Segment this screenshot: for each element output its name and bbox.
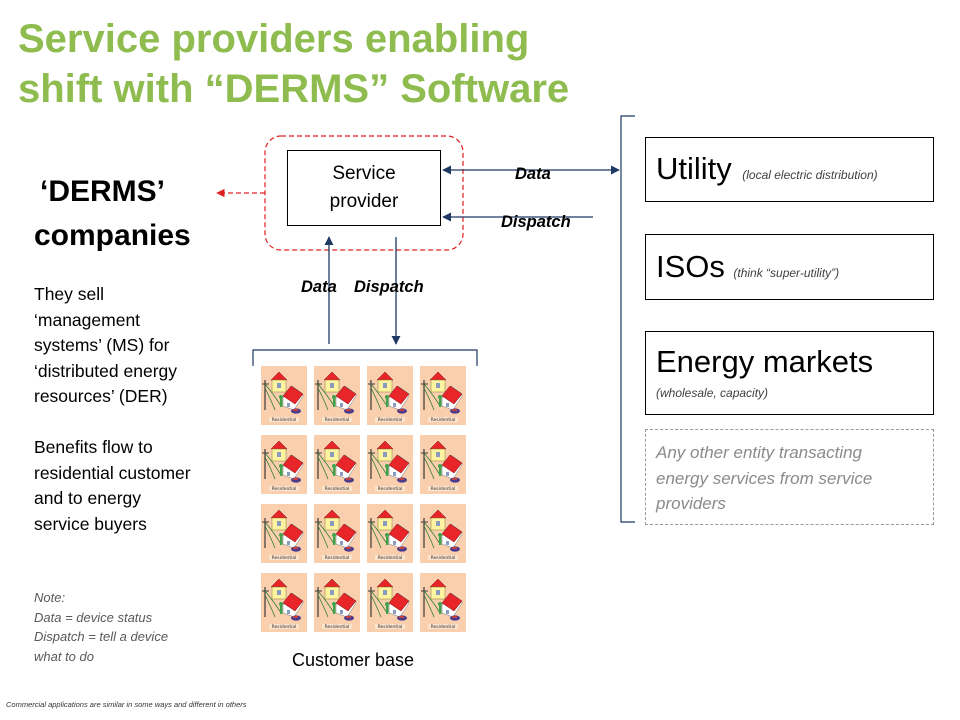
- residential-house-tile: Residential: [420, 504, 466, 563]
- residential-house-tile: Residential: [367, 366, 413, 425]
- dispatch-label-right: Dispatch: [501, 213, 571, 231]
- data-label-down: Data: [301, 278, 337, 296]
- residential-label: Residential: [431, 624, 456, 630]
- isos-box: ISOs (think “super-utility”): [645, 234, 934, 300]
- entities-bracket: [620, 115, 635, 523]
- house-icon: Residential: [261, 573, 307, 632]
- residential-house-tile: Residential: [314, 366, 360, 425]
- data-label-right: Data: [515, 165, 551, 183]
- title-line-2: shift with “DERMS” Software: [18, 67, 570, 111]
- residential-house-tile: Residential: [367, 573, 413, 632]
- benefits-line: Benefits flow to: [34, 437, 153, 457]
- residential-house-tile: Residential: [261, 435, 307, 494]
- footnote: Commercial applications are similar in s…: [6, 700, 247, 709]
- residential-house-tile: Residential: [420, 366, 466, 425]
- other-entity-line: energy services from service: [656, 468, 873, 488]
- house-icon: Residential: [261, 435, 307, 494]
- derms-heading-line-1: ‘DERMS’: [40, 175, 166, 208]
- derms-heading: ‘DERMS’ companies: [34, 170, 191, 258]
- residential-house-tile: Residential: [261, 366, 307, 425]
- house-icon: Residential: [261, 366, 307, 425]
- house-icon: Residential: [420, 435, 466, 494]
- benefits-line: and to energy: [34, 488, 142, 508]
- residential-house-tile: Residential: [420, 435, 466, 494]
- note-line: what to do: [34, 648, 94, 664]
- residential-label: Residential: [272, 555, 297, 561]
- house-icon: Residential: [261, 504, 307, 563]
- isos-name: ISOs: [656, 249, 725, 284]
- other-entity-line: providers: [656, 494, 726, 513]
- residential-label: Residential: [272, 417, 297, 423]
- other-entity-box: Any other entity transacting energy serv…: [645, 429, 934, 525]
- note-line: Note:: [34, 590, 66, 605]
- utility-name: Utility: [656, 151, 732, 186]
- note-line: Dispatch = tell a device: [34, 629, 169, 644]
- service-provider-line-2: provider: [329, 191, 399, 212]
- house-icon: Residential: [314, 504, 360, 563]
- description-line: resources’ (DER): [34, 386, 168, 406]
- title-line-1: Service providers enabling: [18, 17, 530, 61]
- utility-box: Utility (local electric distribution): [645, 137, 934, 202]
- residential-house-tile: Residential: [261, 573, 307, 632]
- isos-sub: (think “super-utility”): [733, 266, 840, 280]
- house-icon: Residential: [367, 366, 413, 425]
- residential-house-tile: Residential: [420, 573, 466, 632]
- residential-house-tile: Residential: [367, 504, 413, 563]
- residential-label: Residential: [325, 555, 350, 561]
- derms-description: They sell ‘management systems’ (MS) for …: [34, 282, 177, 410]
- residential-house-tile: Residential: [314, 435, 360, 494]
- note-box: Note: Data = device status Dispatch = te…: [34, 588, 168, 666]
- description-line: systems’ (MS) for: [34, 335, 170, 355]
- residential-label: Residential: [378, 417, 403, 423]
- energy-markets-box: Energy markets (wholesale, capacity): [645, 331, 934, 415]
- benefits-line: residential customer: [34, 462, 191, 483]
- customer-base-label: Customer base: [292, 650, 415, 670]
- house-icon: Residential: [314, 435, 360, 494]
- residential-house-tile: Residential: [367, 435, 413, 494]
- residential-label: Residential: [431, 486, 456, 492]
- residential-house-tile: Residential: [314, 504, 360, 563]
- energy-markets-sub: (wholesale, capacity): [656, 386, 769, 400]
- house-icon: Residential: [367, 435, 413, 494]
- residential-label: Residential: [272, 486, 297, 492]
- house-icon: Residential: [420, 366, 466, 425]
- note-line: Data = device status: [34, 609, 153, 625]
- residential-label: Residential: [378, 555, 403, 561]
- description-line: ‘management: [34, 309, 141, 330]
- service-provider-line-1: Service: [332, 163, 396, 184]
- house-icon: Residential: [420, 573, 466, 632]
- house-icon: Residential: [314, 366, 360, 425]
- residential-label: Residential: [325, 624, 350, 630]
- residential-label: Residential: [431, 417, 456, 423]
- benefits-line: service buyers: [34, 513, 147, 534]
- description-line: ‘distributed energy: [34, 360, 177, 381]
- service-provider-box: Service provider: [287, 150, 441, 226]
- residential-label: Residential: [378, 486, 403, 492]
- utility-sub: (local electric distribution): [742, 168, 878, 182]
- residential-label: Residential: [325, 486, 350, 492]
- residential-label: Residential: [325, 417, 350, 423]
- house-icon: Residential: [314, 573, 360, 632]
- residential-label: Residential: [272, 624, 297, 630]
- house-icon: Residential: [420, 504, 466, 563]
- residential-house-tile: Residential: [314, 573, 360, 632]
- page-title: Service providers enabling shift with “D…: [18, 14, 569, 114]
- house-icon: Residential: [367, 504, 413, 563]
- residential-label: Residential: [431, 555, 456, 561]
- house-icon: Residential: [367, 573, 413, 632]
- energy-markets-name: Energy markets: [656, 344, 874, 379]
- derms-heading-line-2: companies: [34, 219, 191, 252]
- other-entity-line: Any other entity transacting: [656, 443, 863, 462]
- dispatch-label-down: Dispatch: [354, 278, 424, 296]
- residential-label: Residential: [378, 624, 403, 630]
- description-line: They sell: [34, 284, 105, 304]
- residential-house-tile: Residential: [261, 504, 307, 563]
- customer-bracket: [252, 349, 478, 366]
- benefits-text: Benefits flow to residential customer an…: [34, 435, 191, 537]
